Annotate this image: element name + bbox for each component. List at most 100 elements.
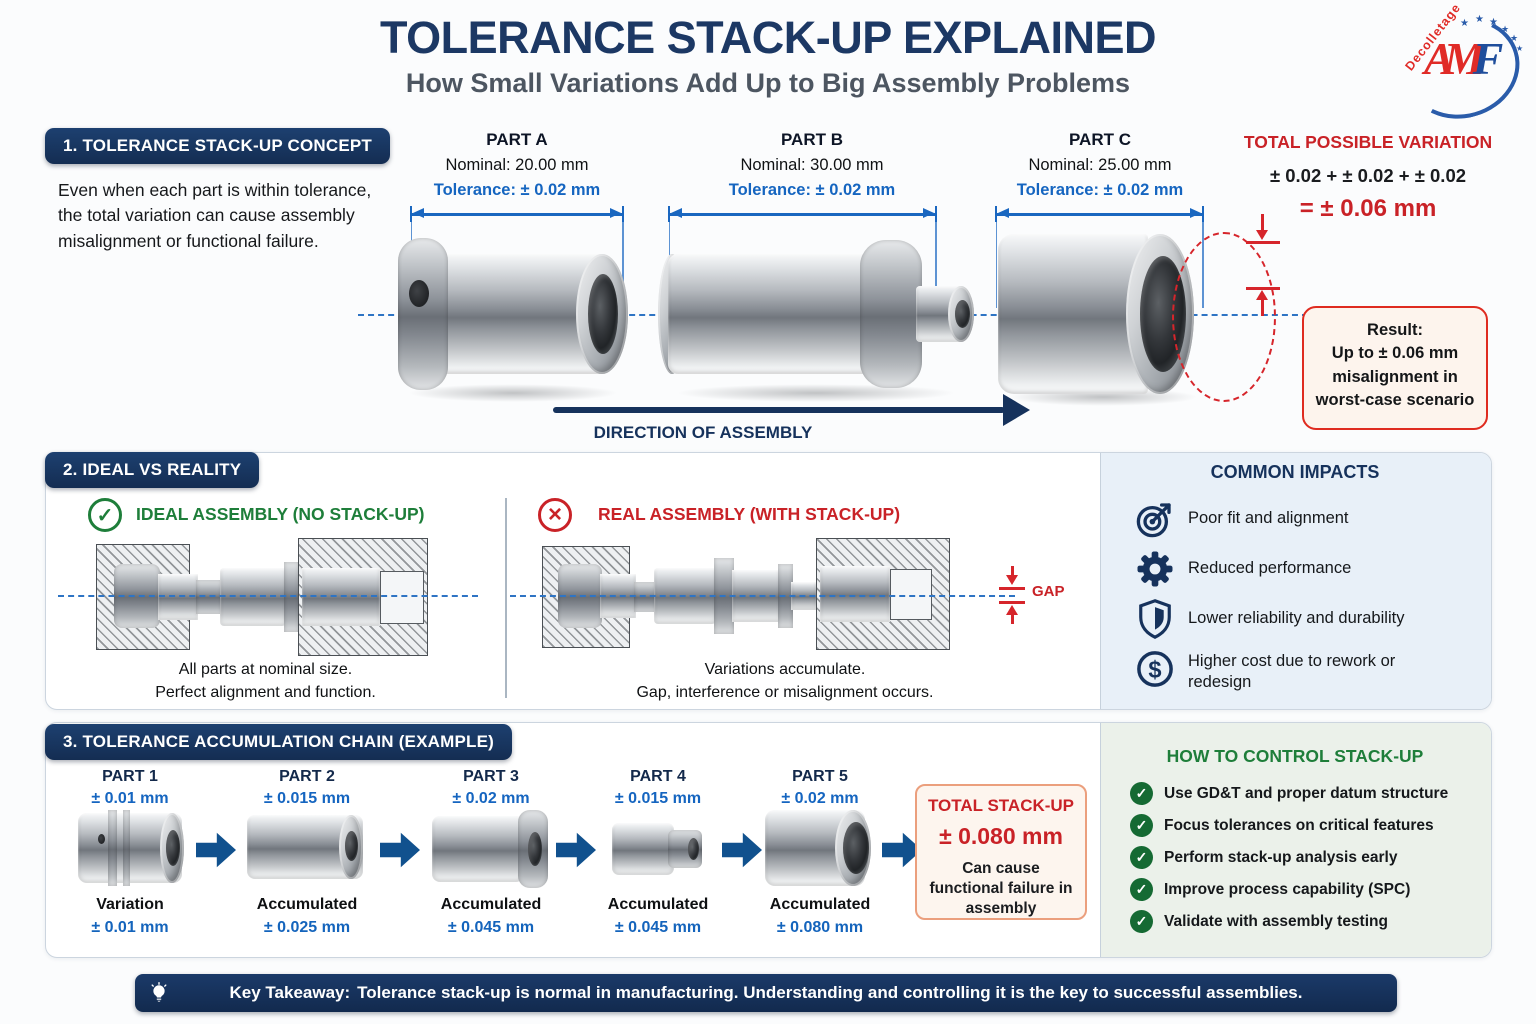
variation-tick [1246,287,1280,290]
chain-bottom-label: Accumulated [769,896,871,913]
result-line: Up to ± 0.06 mm [1331,344,1459,363]
total-variation-result: = ± 0.06 mm [1299,195,1437,222]
chain-part3-result: Accumulated ± 0.045 mm [416,896,566,937]
check-circle-icon: ✓ [88,498,122,532]
page-subtitle: How Small Variations Add Up to Big Assem… [405,68,1131,98]
part-b-tolerance: Tolerance: ± 0.02 mm [728,181,896,199]
chain-part1-graphic [78,810,190,886]
key-takeaway-label: Key Takeaway: [229,983,351,1002]
control-item-label: Improve process capability (SPC) [1164,881,1411,898]
check-circle-icon: ✓ [1130,846,1153,869]
check-glyph: ✓ [96,504,114,527]
ideal-assembly-title: IDEAL ASSEMBLY (NO STACK-UP) [136,504,425,524]
check-glyph: ✓ [1135,817,1148,833]
part-a-nominal: Nominal: 20.00 mm [445,156,589,174]
direction-arrow-line [553,407,1005,413]
ideal-caption: All parts at nominal size. Perfect align… [88,658,443,704]
gap-tick [999,587,1025,590]
chain-bottom-value: ± 0.025 mm [263,919,351,936]
check-circle-icon: ✓ [1130,782,1153,805]
gap-label: GAP [1032,583,1065,600]
chain-part5-result: Accumulated ± 0.080 mm [745,896,895,937]
chain-part2-labels: PART 2 ± 0.015 mm [232,768,382,808]
shield-icon [1136,598,1176,640]
real-caption: Variations accumulate. Gap, interference… [560,658,1010,704]
ideal-caption-line: Perfect alignment and function. [155,684,376,702]
section3-badge: 3. TOLERANCE ACCUMULATION CHAIN (EXAMPLE… [45,724,512,760]
control-item-label: Perform stack-up analysis early [1164,849,1398,866]
chain-part1-labels: PART 1 ± 0.01 mm [55,768,205,808]
part-a-tolerance: Tolerance: ± 0.02 mm [433,181,601,199]
part-b-nominal: Nominal: 30.00 mm [740,156,884,174]
check-circle-icon: ✓ [1130,878,1153,901]
chain-part5-graphic [765,808,875,888]
variation-arrow [1261,300,1264,316]
variation-ellipse [1172,232,1276,402]
total-variation-title: TOTAL POSSIBLE VARIATION [1243,132,1493,152]
logo-star-icon: ★ [1460,18,1469,29]
logo-star-icon: ★ [1516,44,1524,53]
real-caption-line: Gap, interference or misalignment occurs… [636,684,934,702]
impact-item-label: Poor fit and alignment [1188,509,1349,527]
impact-item-label: Reduced performance [1188,559,1352,577]
control-item-label: Use GD&T and proper datum structure [1164,785,1449,802]
chain-part-name: PART 2 [279,768,335,785]
section2-badge: 2. IDEAL VS REALITY [45,452,260,488]
total-stackup-box: TOTAL STACK-UP ± 0.080 mm Can cause func… [915,784,1087,920]
section1-description: Even when each part is within tolerance,… [58,180,372,251]
chain-bottom-value: ± 0.01 mm [91,919,169,936]
result-line: worst-case scenario [1315,391,1475,410]
result-line: misalignment in [1332,367,1458,386]
part-b-bore [955,300,970,328]
chain-part3-graphic [432,810,554,888]
dimension-line-part-c [995,206,1204,308]
control-item-label: Validate with assembly testing [1164,913,1388,930]
total-variation-formula: ± 0.02 + ± 0.02 + ± 0.02 [1269,165,1467,186]
chain-part-tolerance: ± 0.015 mm [263,790,351,807]
total-variation-block: TOTAL POSSIBLE VARIATION ± 0.02 + ± 0.02… [1240,132,1496,223]
check-circle-icon: ✓ [1130,910,1153,933]
variation-arrowhead-up [1256,290,1268,300]
part-a-hole [409,280,429,307]
chain-part-name: PART 4 [630,768,686,785]
logo-letter: F [1472,33,1504,84]
target-icon [1134,498,1176,540]
dimension-line-part-b [668,206,937,308]
check-glyph: ✓ [1135,881,1148,897]
logo-star-icon: ★ [1501,24,1510,34]
part-c-tolerance: Tolerance: ± 0.02 mm [1016,181,1184,199]
chain-part4-graphic [612,820,708,878]
key-takeaway-bar: Key Takeaway: Tolerance stack-up is norm… [135,974,1397,1012]
total-stackup-note: Can cause functional failure in assembly [929,860,1073,918]
chain-bottom-label: Accumulated [440,896,542,913]
check-circle-icon: ✓ [1130,814,1153,837]
key-takeaway-text: Tolerance stack-up is normal in manufact… [357,983,1303,1002]
chain-bottom-label: Accumulated [256,896,358,913]
gap-arrow [1011,566,1014,575]
common-impacts-title: COMMON IMPACTS [1210,462,1380,482]
gap-tick [999,601,1025,604]
part-a-bore [588,274,618,354]
part-a-labels: PART A Nominal: 20.00 mm Tolerance: ± 0.… [412,130,622,200]
real-caption-line: Variations accumulate. [704,661,866,678]
chain-part2-graphic [247,812,367,882]
logo-letters: A M F [1424,32,1503,85]
chain-part4-result: Accumulated ± 0.045 mm [583,896,733,937]
chain-part-tolerance: ± 0.015 mm [614,790,702,807]
part-b-graphic [658,234,978,402]
real-assembly-title: REAL ASSEMBLY (WITH STACK-UP) [598,504,901,524]
svg-text:$: $ [1148,657,1161,683]
part-c-labels: PART C Nominal: 25.00 mm Tolerance: ± 0.… [995,130,1205,200]
ideal-caption-line: All parts at nominal size. [178,661,353,678]
chain-bottom-label: Accumulated [607,896,709,913]
part-b-labels: PART B Nominal: 30.00 mm Tolerance: ± 0.… [672,130,952,200]
variation-arrowhead-down [1256,230,1268,240]
chain-part5-labels: PART 5 ± 0.02 mm [745,768,895,808]
logo-star-icon: ★ [1475,14,1484,25]
logo-star-icon: ★ [1489,17,1498,28]
logo-letter: A [1424,33,1455,84]
chain-part-tolerance: ± 0.02 mm [452,790,530,807]
chain-part4-labels: PART 4 ± 0.015 mm [583,768,733,808]
total-stackup-title: TOTAL STACK-UP [927,796,1075,815]
